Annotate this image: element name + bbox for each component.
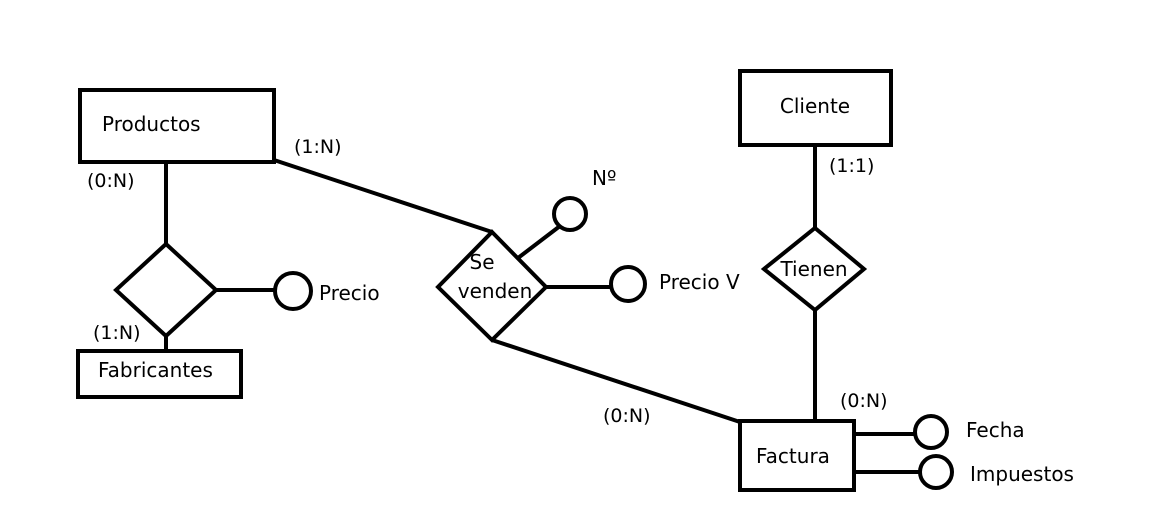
relationship-fabrica[interactable] [113, 241, 219, 339]
attribute-impuestos[interactable]: Impuestos [918, 454, 1074, 490]
attribute-precio[interactable]: Precio [273, 271, 380, 311]
attribute-precio-v-label: Precio V [659, 270, 740, 294]
attribute-precio-v[interactable]: Precio V [609, 265, 740, 303]
entity-factura-label: Factura [756, 444, 830, 468]
attribute-fecha-label: Fecha [966, 418, 1025, 442]
line-se-venden-numero [516, 224, 562, 260]
cardinality-productos-fabricantes: (0:N) [87, 170, 135, 192]
cardinality-factura-se-venden: (0:N) [603, 405, 651, 427]
relationship-tienen-label: Tienen [779, 257, 847, 281]
relationship-tienen[interactable]: Tienen [760, 225, 868, 313]
attribute-precio-label: Precio [319, 281, 380, 305]
entity-productos[interactable]: Productos [78, 88, 276, 164]
relationship-se-venden-label-1: Se [470, 250, 495, 274]
entity-fabricantes[interactable]: Fabricantes [76, 349, 243, 399]
cardinality-fabricantes: (1:N) [93, 322, 141, 344]
entity-cliente-label: Cliente [780, 94, 850, 118]
cardinality-productos-se-venden: (1:N) [294, 136, 342, 158]
entity-cliente[interactable]: Cliente [738, 69, 893, 147]
attribute-numero-label: Nº [592, 166, 616, 190]
attribute-fecha[interactable]: Fecha [913, 414, 1025, 450]
entity-fabricantes-label: Fabricantes [98, 358, 213, 382]
relationship-se-venden[interactable]: Se venden [435, 229, 549, 343]
cardinality-factura-tienen: (0:N) [840, 390, 888, 412]
cardinality-cliente: (1:1) [829, 155, 874, 177]
entity-productos-label: Productos [102, 112, 201, 136]
attribute-numero[interactable]: Nº [552, 166, 616, 232]
line-productos-se-venden [273, 158, 493, 234]
attribute-impuestos-label: Impuestos [970, 462, 1074, 486]
entity-factura[interactable]: Factura [738, 419, 856, 492]
relationship-se-venden-label-2: venden [458, 279, 533, 303]
line-se-venden-factura [491, 338, 741, 424]
